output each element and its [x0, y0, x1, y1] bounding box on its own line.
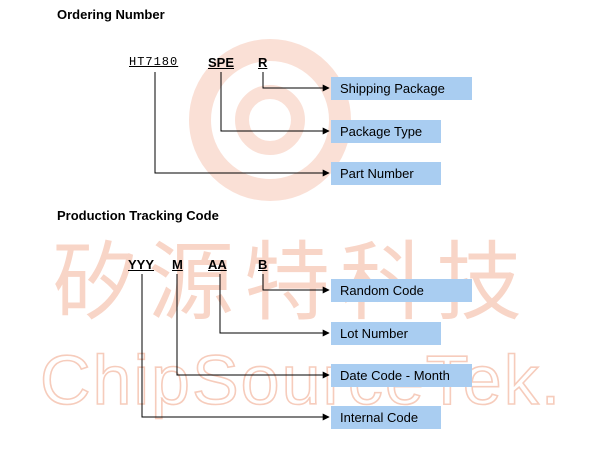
lot-number-connector [219, 274, 330, 337]
date-code-month-label: Date Code - Month [331, 364, 472, 387]
shipping-package-code: R [258, 55, 268, 70]
internal-code-connector [141, 274, 330, 421]
package-type-label: Package Type [331, 120, 441, 143]
package-type-code: SPE [208, 55, 235, 70]
internal-code-label: Internal Code [331, 406, 441, 429]
random-code-label: Random Code [331, 279, 472, 302]
internal-code-code: YYY [128, 257, 155, 272]
production-tracking-heading: Production Tracking Code [57, 208, 219, 223]
random-code-code: B [258, 257, 268, 272]
random-code-connector [262, 274, 330, 294]
date-code-connector [176, 274, 330, 379]
part-number-code: HT7180 [129, 55, 179, 69]
part-number-connector [154, 72, 330, 177]
shipping-package-label: Shipping Package [331, 77, 472, 100]
part-number-label: Part Number [331, 162, 441, 185]
lot-number-label: Lot Number [331, 322, 441, 345]
lot-number-code: AA [208, 257, 227, 272]
date-code-code: M [172, 257, 183, 272]
package-type-connector [220, 72, 330, 135]
shipping-package-connector [262, 72, 330, 92]
ordering-number-heading: Ordering Number [57, 7, 165, 22]
